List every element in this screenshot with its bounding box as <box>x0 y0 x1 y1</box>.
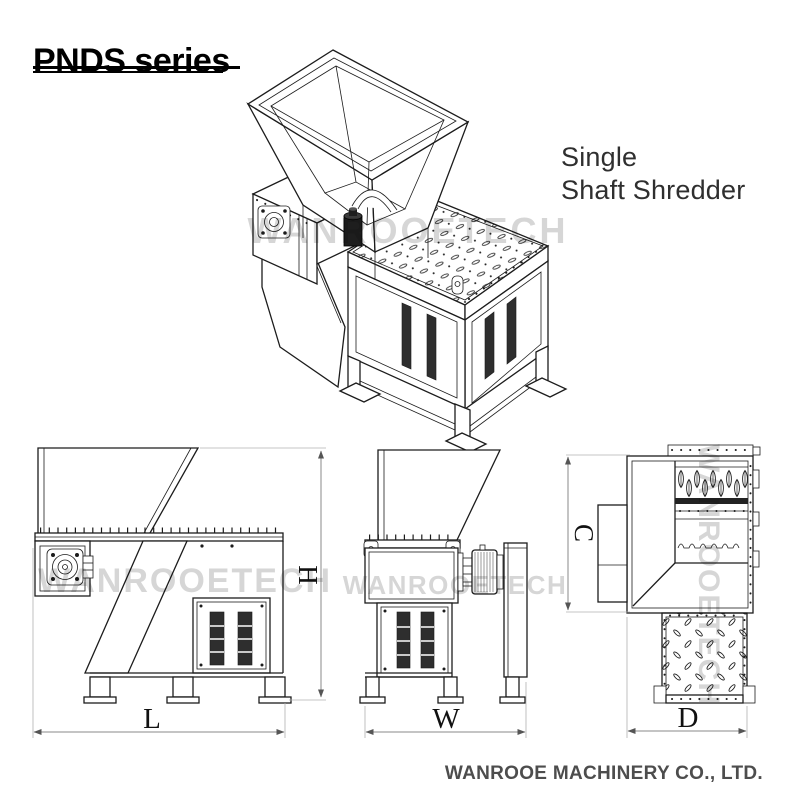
dim-label-discharge-depth: D <box>678 702 699 734</box>
product-name-line2: Shaft Shredder <box>561 175 746 205</box>
dim-label-width: W <box>432 703 460 735</box>
lifting-lug <box>451 275 464 295</box>
isometric-view <box>246 49 568 453</box>
top-view: C D <box>565 444 761 738</box>
product-name-line1: Single <box>561 142 638 172</box>
title-underline-top <box>33 66 240 69</box>
product-name: Single Shaft Shredder <box>561 141 745 207</box>
front-view: H L <box>32 447 326 738</box>
dim-label-hopper-depth: C <box>569 524 599 542</box>
watermark-isometric: WANROOETECH <box>248 210 569 251</box>
side-view: W <box>359 449 528 738</box>
dim-label-height: H <box>293 565 323 585</box>
dim-label-length: L <box>143 703 161 735</box>
title-underline-bottom <box>33 71 223 73</box>
watermark-side-view: WANROOETECH <box>343 570 568 600</box>
watermark-top-view: WANROOETECH <box>692 444 725 706</box>
page-title: PNDS series <box>33 41 230 80</box>
company-name: WANROOE MACHINERY CO., LTD. <box>444 763 763 784</box>
watermark-front-view: WANROOETECH <box>38 562 332 600</box>
